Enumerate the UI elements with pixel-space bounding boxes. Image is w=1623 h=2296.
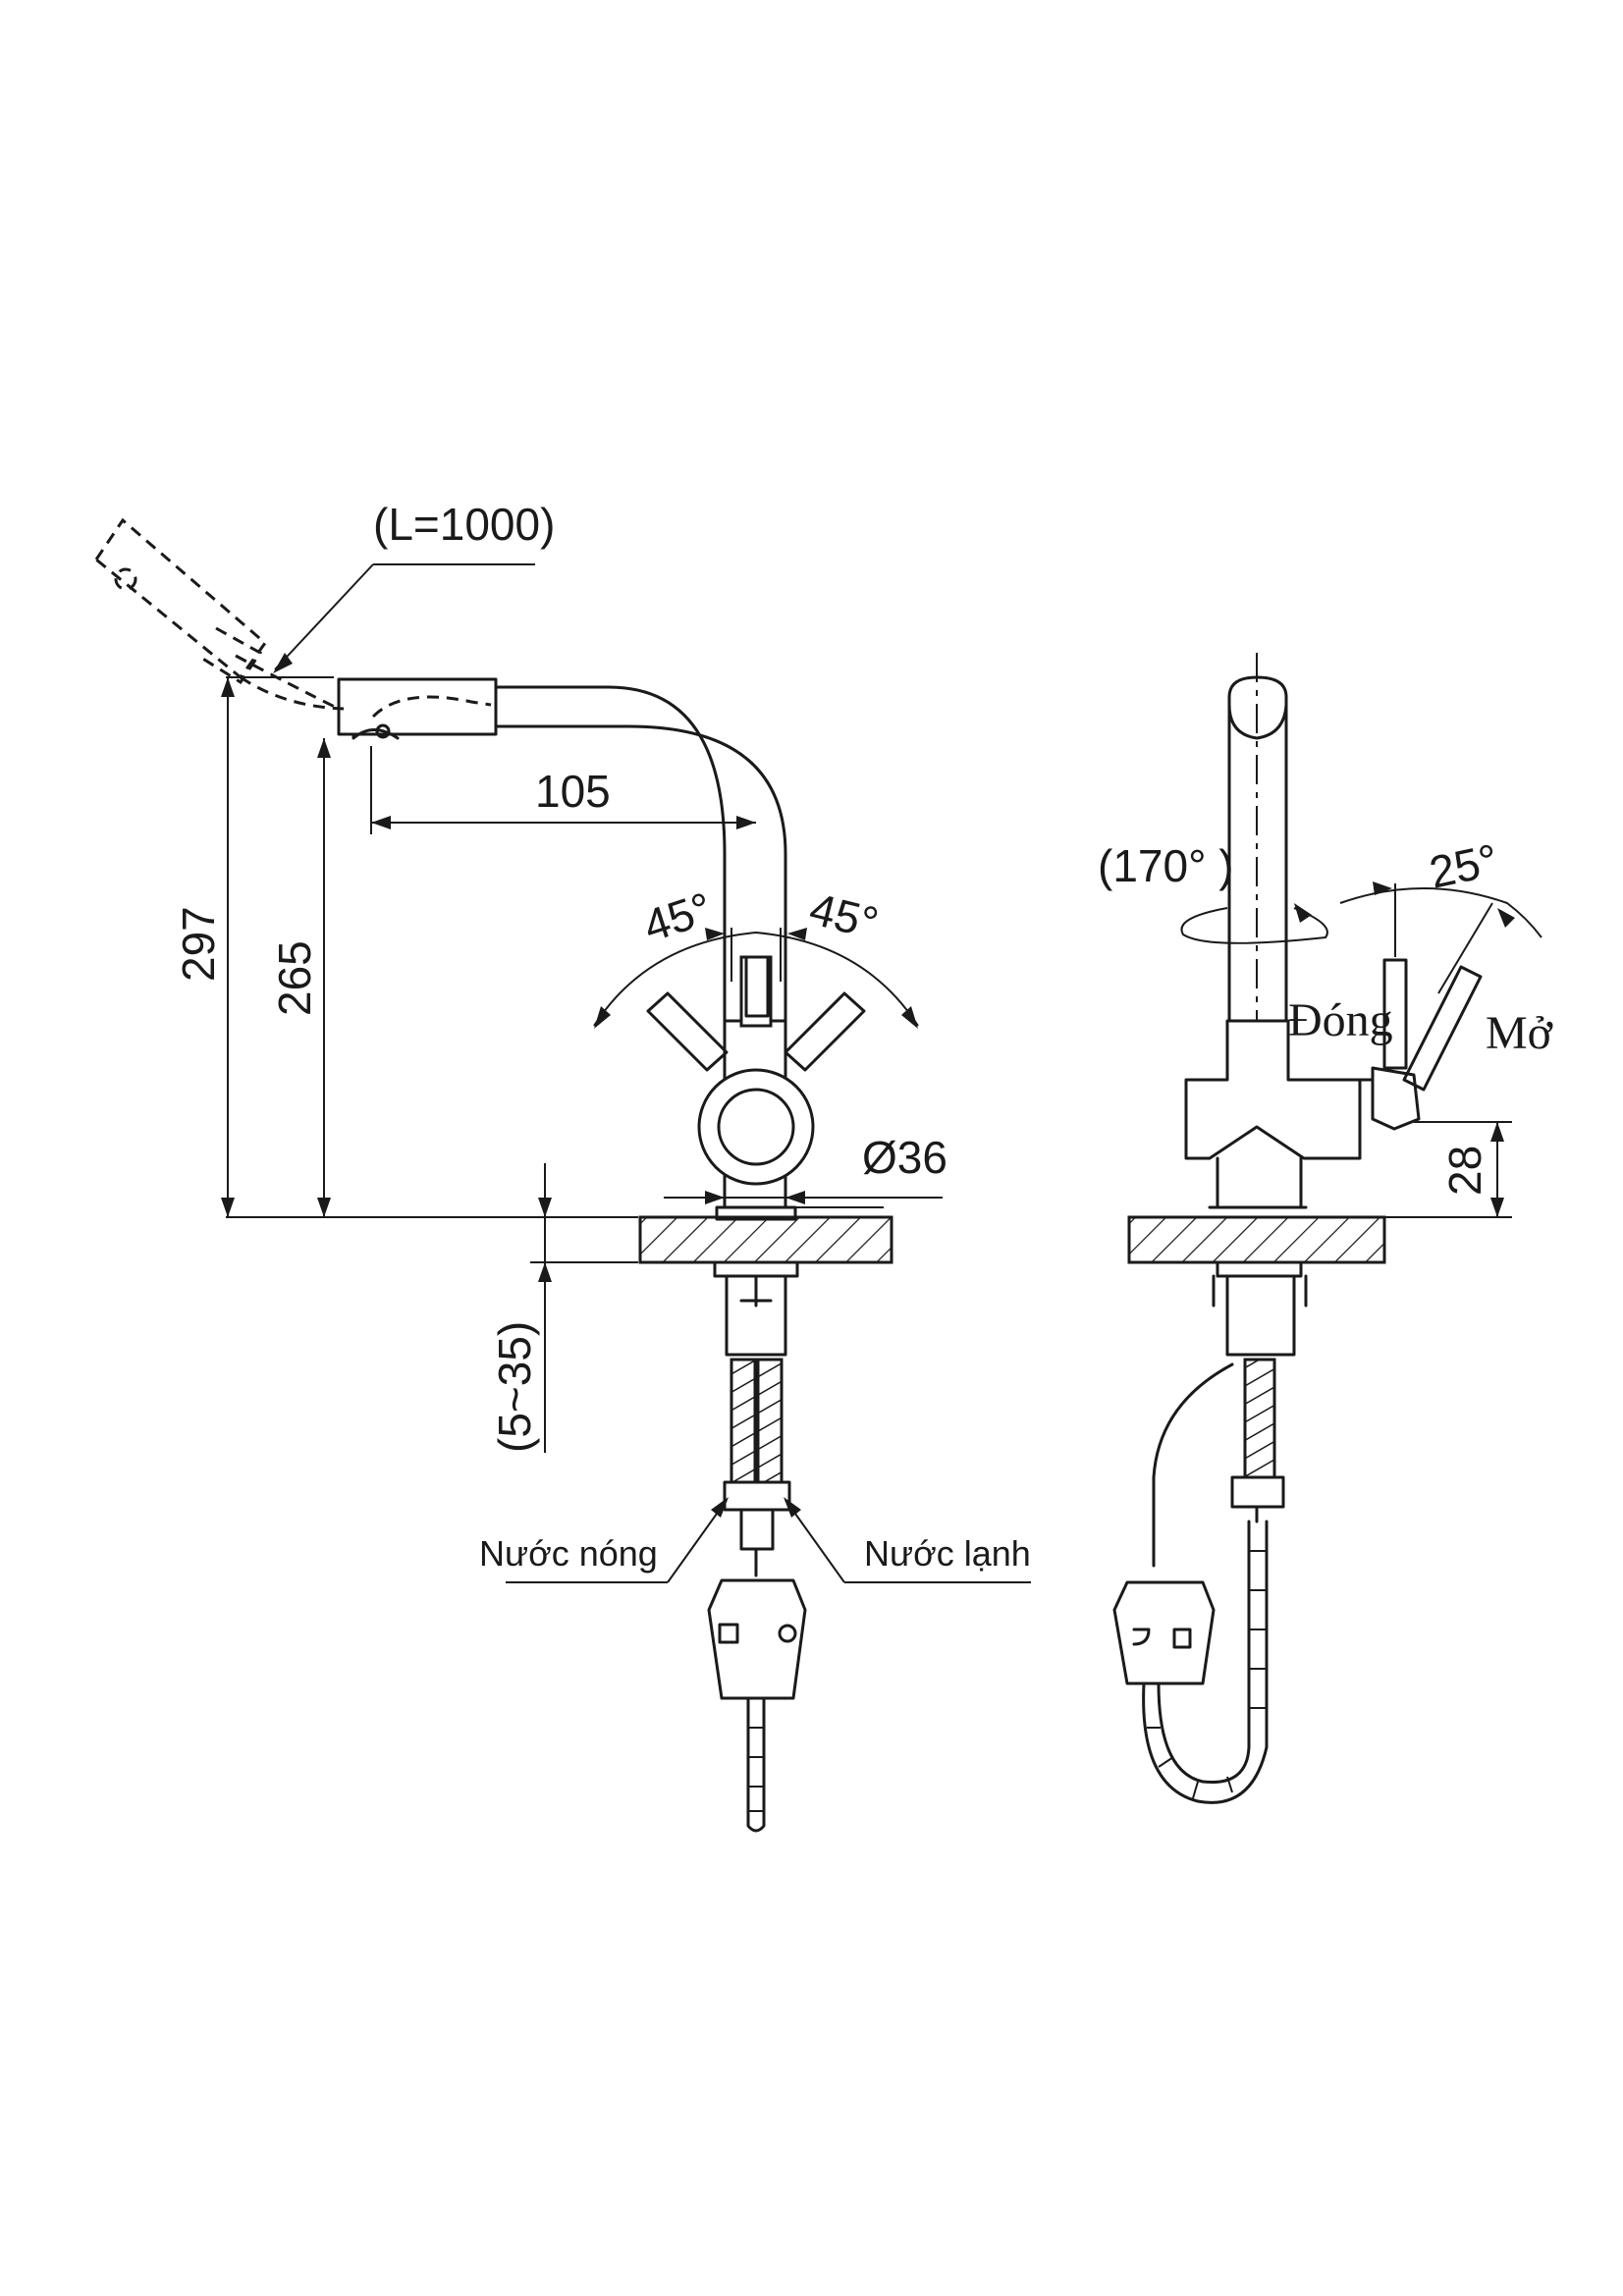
body-height-dimension: 28 — [1414, 1121, 1512, 1217]
deck-thickness-dimension: (5~35) — [489, 1163, 552, 1453]
hot-water-label: Nước nóng — [479, 1533, 658, 1574]
water-inlet-callouts: Nước nóng Nước lạnh — [479, 1497, 1031, 1583]
supply-hose-side — [1243, 1358, 1276, 1479]
deck-thickness-label: (5~35) — [489, 1321, 540, 1453]
spout-height-dimension: 265 — [269, 738, 331, 1217]
swivel-indicator: (170° ) — [1098, 840, 1328, 944]
spout-side — [1227, 675, 1288, 1023]
base-diameter-label: Ø36 — [862, 1132, 947, 1183]
cold-water-label: Nước lạnh — [864, 1533, 1031, 1574]
hot-water-hose — [730, 1358, 757, 1484]
mounting-below-side — [1112, 1260, 1308, 1804]
hose-length-label: (L=1000) — [373, 499, 555, 550]
base-diameter-dimension: Ø36 — [664, 1132, 947, 1204]
closed-label: Đóng — [1288, 994, 1393, 1046]
right-angle-label: 45° — [805, 882, 884, 948]
countertop-front — [638, 1215, 893, 1264]
total-height-label: 297 — [173, 906, 224, 982]
reach-label: 105 — [535, 766, 611, 817]
mounting-below-front — [707, 1205, 807, 1833]
lever-angle-label: 25° — [1425, 833, 1502, 897]
open-label: Mở — [1486, 1007, 1553, 1059]
countertop-side — [1127, 1215, 1386, 1264]
spout-front — [235, 654, 787, 1028]
mixer-body-side — [1184, 958, 1483, 1209]
body-height-label: 28 — [1439, 1146, 1490, 1196]
mixer-body-front — [646, 955, 866, 1209]
spout-height-label: 265 — [269, 940, 320, 1016]
swivel-label: (170° ) — [1098, 840, 1234, 891]
hose-length-callout: (L=1000) — [273, 499, 555, 673]
pulled-spray-head — [93, 517, 345, 711]
total-height-dimension: 297 — [173, 676, 334, 1217]
side-view: (170° ) 25° Đóng Mở — [1098, 653, 1553, 1804]
front-view: (L=1000) — [93, 499, 1031, 1833]
lever-tilt-arc: 25° — [1339, 833, 1542, 994]
cold-water-hose — [756, 1358, 784, 1484]
reach-dimension: 105 — [370, 746, 756, 834]
